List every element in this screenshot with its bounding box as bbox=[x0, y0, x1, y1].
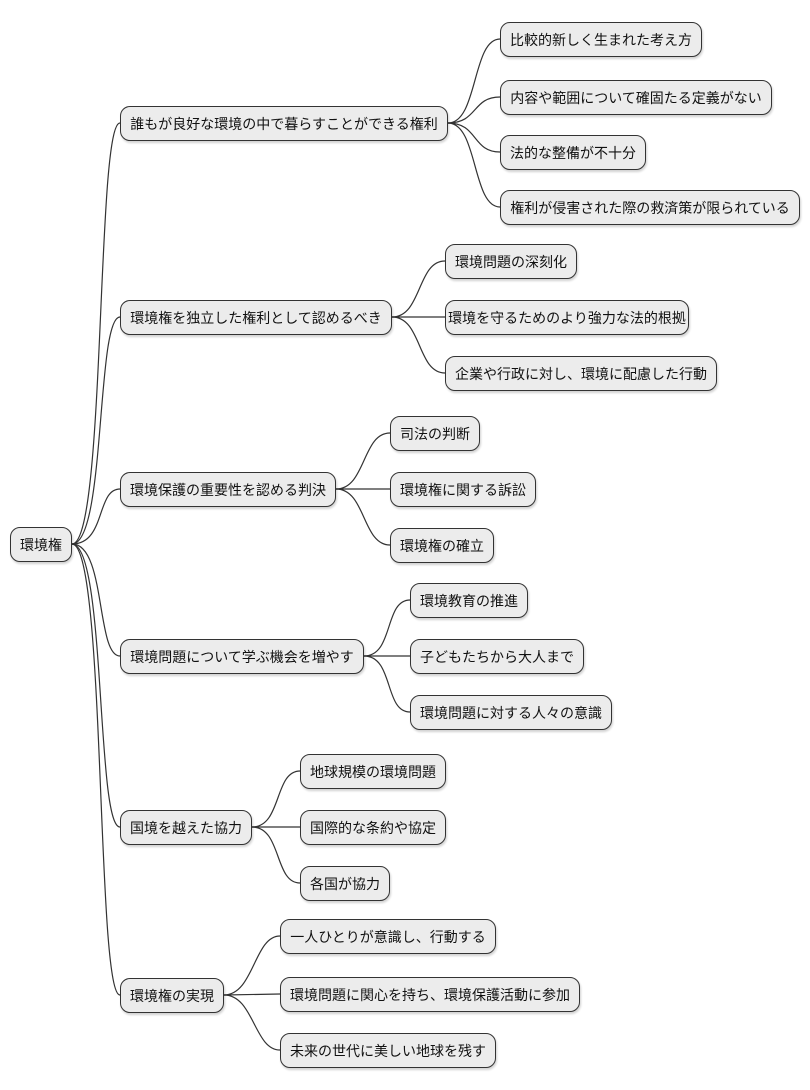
edge-branch1-leaf3 bbox=[447, 122, 501, 153]
edge-branch6-leaf2 bbox=[223, 993, 281, 996]
edge-root-branch4 bbox=[71, 543, 121, 657]
branch-1-leaf-4: 権利が侵害された際の救済策が限られている bbox=[500, 190, 800, 225]
branch-4-leaf-1: 環境教育の推進 bbox=[410, 583, 528, 618]
edge-branch2-leaf3 bbox=[391, 316, 446, 374]
edge-branch6-leaf3 bbox=[223, 994, 281, 1051]
branch-4-leaf-3: 環境問題に対する人々の意識 bbox=[410, 695, 612, 730]
edge-root-branch6 bbox=[71, 543, 121, 996]
edge-branch2-leaf1 bbox=[391, 260, 446, 318]
branch-5-node: 国境を越えた協力 bbox=[120, 810, 252, 845]
edge-branch4-leaf1 bbox=[363, 599, 411, 657]
root-node: 環境権 bbox=[10, 527, 72, 562]
edge-branch3-leaf3 bbox=[335, 488, 391, 546]
branch-5-leaf-1: 地球規模の環境問題 bbox=[300, 754, 446, 789]
branch-1-leaf-2: 内容や範囲について確固たる定義がない bbox=[500, 80, 772, 115]
branch-5-leaf-2: 国際的な条約や協定 bbox=[300, 810, 446, 845]
edge-branch1-leaf1 bbox=[447, 38, 501, 124]
branch-2-leaf-1: 環境問題の深刻化 bbox=[445, 244, 577, 279]
branch-6-leaf-2: 環境問題に関心を持ち、環境保護活動に参加 bbox=[280, 977, 580, 1012]
branch-2-node: 環境権を独立した権利として認めるべき bbox=[120, 300, 392, 335]
edge-branch3-leaf1 bbox=[335, 432, 391, 490]
edge-branch1-leaf2 bbox=[447, 96, 501, 124]
edge-branch5-leaf1 bbox=[251, 770, 301, 828]
branch-1-leaf-3: 法的な整備が不十分 bbox=[500, 135, 646, 170]
branch-2-leaf-3: 企業や行政に対し、環境に配慮した行動 bbox=[445, 356, 717, 391]
branch-3-leaf-3: 環境権の確立 bbox=[390, 528, 494, 563]
edge-root-branch3 bbox=[71, 488, 121, 545]
edge-branch1-leaf4 bbox=[447, 122, 501, 208]
branch-6-node: 環境権の実現 bbox=[120, 978, 224, 1013]
edge-branch6-leaf1 bbox=[223, 935, 281, 996]
edge-branch5-leaf3 bbox=[251, 826, 301, 884]
branch-4-leaf-2: 子どもたちから大人まで bbox=[410, 639, 584, 674]
branch-3-leaf-2: 環境権に関する訴訟 bbox=[390, 472, 536, 507]
branch-1-node: 誰もが良好な環境の中で暮らすことができる権利 bbox=[120, 106, 448, 141]
branch-5-leaf-3: 各国が協力 bbox=[300, 866, 390, 901]
branch-6-leaf-1: 一人ひとりが意識し、行動する bbox=[280, 919, 496, 954]
branch-1-leaf-1: 比較的新しく生まれた考え方 bbox=[500, 22, 702, 57]
edge-root-branch2 bbox=[71, 316, 121, 545]
branch-2-leaf-2: 環境を守るためのより強力な法的根拠 bbox=[445, 300, 689, 335]
branch-6-leaf-3: 未来の世代に美しい地球を残す bbox=[280, 1033, 496, 1068]
edge-root-branch1 bbox=[71, 122, 121, 545]
edge-root-branch5 bbox=[71, 543, 121, 828]
edge-branch4-leaf3 bbox=[363, 655, 411, 713]
branch-4-node: 環境問題について学ぶ機会を増やす bbox=[120, 639, 364, 674]
branch-3-leaf-1: 司法の判断 bbox=[390, 416, 480, 451]
branch-3-node: 環境保護の重要性を認める判決 bbox=[120, 472, 336, 507]
